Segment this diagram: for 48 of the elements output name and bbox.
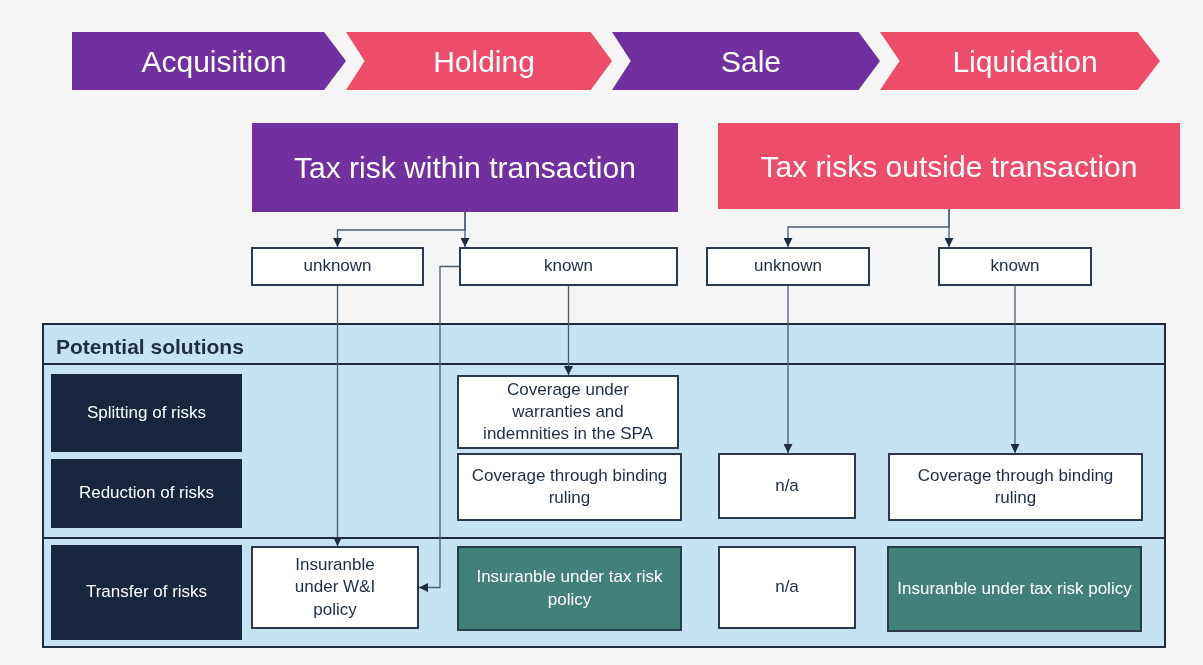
solution-box — [457, 546, 682, 631]
row-header — [51, 459, 242, 528]
box-label: Splitting of risks — [86, 401, 206, 424]
box-label: Insuranble under tax risk policy — [897, 577, 1132, 600]
box-label: Coverage through binding ruling — [916, 464, 1115, 509]
box-label: Reduction of risks — [78, 482, 215, 505]
category-box — [718, 123, 1180, 209]
box-label: unknown — [303, 255, 372, 278]
box-label: Sale — [719, 43, 781, 80]
box-label: Coverage through binding ruling — [470, 464, 669, 509]
box-label: Insuranble under tax risk policy — [475, 566, 664, 611]
solution-box — [718, 546, 856, 629]
connector-arrow — [564, 285, 573, 376]
box-label: Transfer of risks — [85, 581, 208, 604]
phase-step — [72, 32, 346, 90]
box-label: Insuranble under W&I policy — [293, 554, 377, 621]
box-label: Coverage under warranties and indemnities in the SPA — [482, 378, 654, 446]
row-header — [51, 545, 242, 640]
solution-box — [251, 546, 419, 629]
status-box — [706, 247, 870, 286]
status-box — [251, 247, 424, 286]
solution-box — [457, 375, 679, 449]
category-box — [252, 123, 678, 212]
connector-arrow — [944, 208, 954, 248]
box-label: Tax risk within transaction — [294, 150, 636, 186]
box-label: known — [990, 255, 1040, 278]
connector-arrow — [1010, 285, 1020, 454]
box-label: Tax risks outside transaction — [760, 148, 1138, 185]
box-label: n/a — [775, 576, 799, 599]
box-label: unknown — [753, 255, 823, 278]
panel-title: Potential solutions — [56, 334, 244, 360]
solutions-panel — [42, 323, 1166, 648]
box-label: Acquisition — [140, 43, 287, 80]
solution-box — [718, 453, 856, 519]
row-header — [51, 374, 242, 452]
status-box — [938, 247, 1092, 286]
connector-arrow — [783, 285, 793, 454]
box-label: Holding — [432, 43, 535, 80]
solution-box — [457, 453, 682, 521]
box-label: n/a — [775, 474, 799, 497]
connector-arrow — [418, 265, 460, 592]
solution-box — [888, 453, 1143, 521]
status-box — [459, 247, 678, 286]
connector-arrow — [460, 211, 470, 248]
solution-box — [887, 546, 1142, 632]
box-label: Liquidation — [951, 43, 1098, 80]
box-label: known — [543, 255, 594, 278]
connector-arrow — [333, 285, 342, 547]
